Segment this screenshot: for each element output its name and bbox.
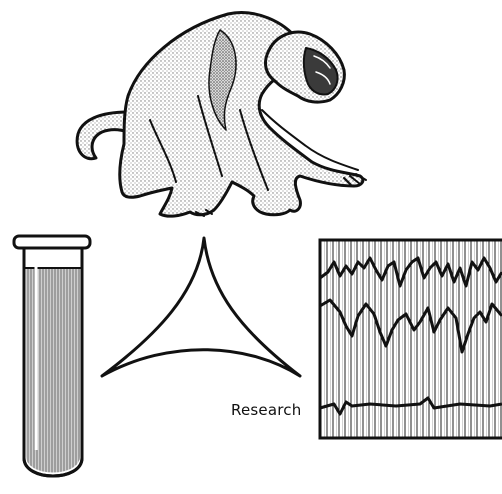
research-label: Research: [231, 401, 301, 419]
test-tube-illustration: [14, 236, 90, 476]
baboon-illustration: [77, 13, 366, 217]
triangle-illustration: [102, 238, 300, 376]
polygraph-chart-illustration: [320, 240, 502, 438]
